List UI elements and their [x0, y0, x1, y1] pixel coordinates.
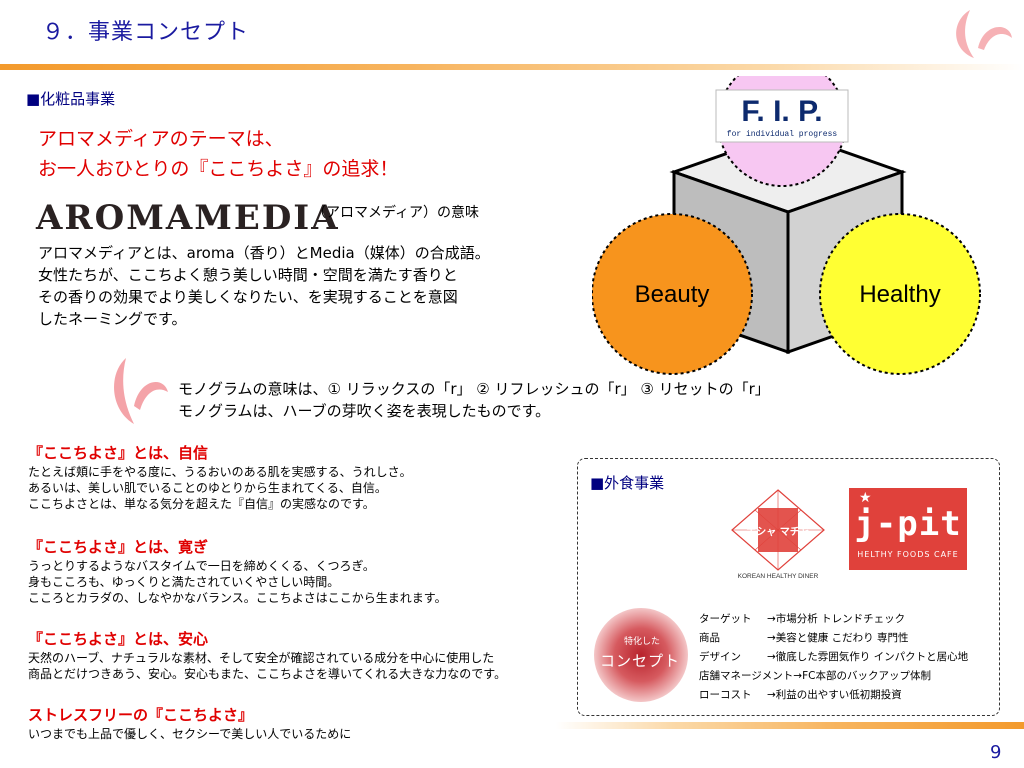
concept-item-value: →美容と健康 こだわり 専門性 — [767, 632, 909, 644]
kokoro-heading: 『ここちよさ』とは、自信 — [28, 444, 209, 462]
concept-item-key: ターゲット — [699, 613, 752, 625]
monogram-line: モノグラムの意味は、① リラックスの「r」 ② リフレッシュの「r」 ③ リセッ… — [178, 380, 770, 398]
concept-item-value: →市場分析 トレンドチェック — [767, 613, 906, 625]
healthy-label: Healthy — [859, 281, 940, 308]
concept-item-value: →FC本部のバックアップ体制 — [793, 670, 931, 682]
pocha-tagline: KOREAN HEALTHY DINER — [738, 573, 819, 580]
kokoro-line: 身もこころも、ゆっくりと満たされていくやさしい時間。 — [28, 575, 340, 589]
kokoro-block-safety: 『ここちよさ』とは、安心 天然のハーブ、ナチュラルな素材、そして安全が確認されて… — [28, 628, 558, 682]
kokoro-line: うっとりするようなバスタイムで一日を締めくくる、くつろぎ。 — [28, 559, 375, 573]
beauty-circle — [592, 213, 753, 375]
fip-tagline: for individual progress — [727, 130, 838, 139]
kokoro-line: 天然のハーブ、ナチュラルな素材、そして安全が確認されている成分を中心に使用した — [28, 651, 495, 665]
cosmetics-section-label: ■化粧品事業 — [26, 90, 116, 108]
kokoro-heading: 『ここちよさ』とは、寛ぎ — [28, 538, 209, 556]
concept-item-value: →利益の出やすい低初期投資 — [767, 689, 902, 701]
kokoro-line: いつまでも上品で優しく、セクシーで美しい人でいるために — [28, 727, 352, 741]
kokoro-block-stressfree: ストレスフリーの『ここちよさ』 いつまでも上品で優しく、セクシーで美しい人でいる… — [28, 704, 558, 742]
desc-line: アロマメディアとは、aroma（香り）とMedia（媒体）の合成語。 — [38, 244, 490, 262]
concept-item-key: デザイン — [699, 651, 741, 663]
star-icon: ★ — [859, 490, 872, 506]
concept-item: デザイン →徹底した雰囲気作り インパクトと居心地 — [699, 648, 968, 667]
monogram-description: モノグラムの意味は、① リラックスの「r」 ② リフレッシュの「r」 ③ リセッ… — [178, 378, 770, 422]
jpit-logo-text: j-pit — [854, 504, 962, 544]
monogram-line: モノグラムは、ハーブの芽吹く姿を表現したものです。 — [178, 402, 551, 420]
desc-line: 女性たちが、ここちよく憩う美しい時間・空間を満たす香りと — [38, 266, 458, 284]
monogram-icon — [114, 358, 168, 424]
pocha-macha-logo: ポシャ マチャ KOREAN HEALTHY DINER — [731, 489, 825, 580]
fip-concept-diagram: F. I. P. for individual progress Beauty … — [592, 76, 981, 375]
jpit-tagline: HELTHY FOODS CAFE — [857, 550, 959, 559]
concept-item: ローコスト →利益の出やすい低初期投資 — [699, 686, 968, 705]
kokoro-line: こころとカラダの、しなやかなバランス。ここちよさはここから生まれます。 — [28, 591, 447, 605]
kokoro-heading: 『ここちよさ』とは、安心 — [28, 630, 209, 648]
monogram-logo-icon — [956, 10, 1012, 58]
concept-small-label: 特化した — [624, 637, 661, 647]
food-business-box — [577, 458, 1000, 716]
pocha-logo-text: ポシャ マチャ — [746, 525, 809, 538]
jpit-logo: ★ j-pit HELTHY FOODS CAFE — [849, 488, 967, 570]
page-title: ９．事業コンセプト — [42, 20, 250, 45]
kokoro-line: 商品とだけつきあう、安心。安心もまた、ここちよさを導いてくれる大きな力なのです。 — [28, 667, 507, 681]
desc-line: その香りの効果でより美しくなりたい、を実現することを意図 — [38, 288, 458, 306]
concept-item-value: →徹底した雰囲気作り インパクトと居心地 — [767, 651, 969, 663]
aromamedia-meaning-label: （アロマメディア）の意味 — [312, 205, 480, 221]
concept-item-key: ローコスト — [699, 689, 752, 701]
kokoro-block-relax: 『ここちよさ』とは、寛ぎ うっとりするようなバスタイムで一日を締めくくる、くつろ… — [28, 536, 558, 606]
food-section-label: ■外食事業 — [590, 474, 665, 492]
theme-line: お一人おひとりの『ここちよさ』の追求！ — [38, 158, 399, 180]
beauty-label: Beauty — [635, 281, 710, 308]
aromamedia-description: アロマメディアとは、aroma（香り）とMedia（媒体）の合成語。 女性たちが… — [38, 242, 558, 330]
concept-item-key: 商品 — [699, 632, 720, 644]
aromamedia-logo: AROMAMEDIA — [36, 198, 340, 238]
aromamedia-theme: アロマメディアのテーマは、 お一人おひとりの『ここちよさ』の追求！ — [38, 124, 398, 184]
theme-line: アロマメディアのテーマは、 — [38, 128, 284, 150]
footer-divider — [556, 722, 1024, 729]
concept-item-key: 店舗マネージメント — [699, 670, 794, 682]
concept-label: コンセプト — [600, 652, 681, 670]
concept-item: 商品 →美容と健康 こだわり 専門性 — [699, 629, 968, 648]
concept-item: 店舗マネージメント→FC本部のバックアップ体制 — [699, 667, 968, 686]
healthy-circle — [819, 213, 981, 375]
fip-logo: F. I. P. — [741, 95, 822, 128]
desc-line: したネーミングです。 — [38, 310, 187, 328]
kokoro-line: たとえば頬に手をやる度に、うるおいのある肌を実感する、うれしさ。 — [28, 465, 412, 479]
page-number: 9 — [990, 742, 1002, 763]
title-divider — [0, 64, 1024, 70]
kokoro-line: あるいは、美しい肌でいることのゆとりから生まれてくる、自信。 — [28, 481, 387, 495]
fip-logo-box — [715, 89, 849, 143]
kokoro-heading: ストレスフリーの『ここちよさ』 — [28, 706, 254, 724]
kokoro-line: ここちよさとは、単なる気分を超えた『自信』の実感なのです。 — [28, 497, 375, 511]
concept-blob — [594, 608, 688, 702]
kokoro-block-confidence: 『ここちよさ』とは、自信 たとえば頬に手をやる度に、うるおいのある肌を実感する、… — [28, 442, 558, 512]
concept-item: ターゲット →市場分析 トレンドチェック — [699, 610, 968, 629]
concept-items: ターゲット →市場分析 トレンドチェック 商品 →美容と健康 こだわり 専門性 デザ… — [699, 610, 968, 705]
